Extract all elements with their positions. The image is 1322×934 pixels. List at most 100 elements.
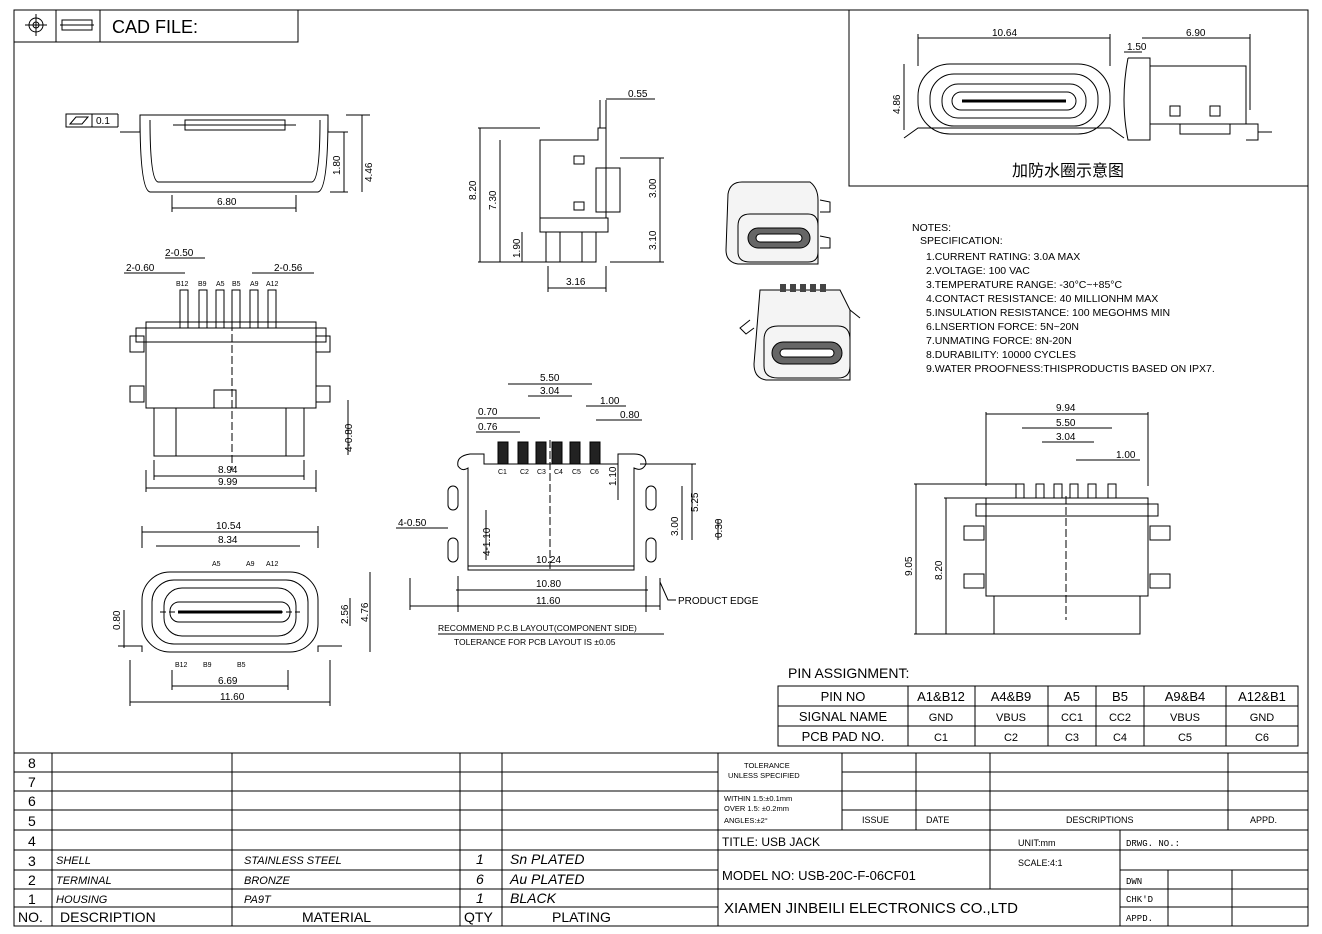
approved-by-label: APPD. — [1126, 914, 1153, 924]
pad-cell: C5 — [1178, 732, 1192, 744]
bom-material: PA9T — [244, 894, 272, 906]
dim-3-00-pcb: 3.00 — [670, 516, 681, 536]
tolerance-line: WITHIN 1.5:±0.1mm — [724, 794, 792, 803]
dim-1-90: 1.90 — [512, 238, 523, 258]
bom-header-desc: DESCRIPTION — [60, 909, 156, 925]
dim-3-04-right: 3.04 — [1056, 432, 1076, 443]
pin-no-cell: A4&B9 — [991, 689, 1031, 704]
pin-row-label: SIGNAL NAME — [799, 709, 888, 724]
company-name: XIAMEN JINBEILI ELECTRONICS CO.,LTD — [724, 900, 1018, 917]
pin-label: B12 — [176, 281, 189, 288]
pin-assignment-title: PIN ASSIGNMENT: — [788, 665, 909, 681]
dim-9-99: 9.99 — [218, 477, 238, 488]
pin-no-cell: A5 — [1064, 689, 1080, 704]
dim-4-0-80: 4-0.80 — [344, 423, 355, 452]
signal-cell: GND — [1250, 712, 1275, 724]
note-item: 9.WATER PROOFNESS:THISPRODUCTIS BASED ON… — [926, 363, 1215, 375]
dim-2-0-50: 2-0.50 — [165, 248, 194, 259]
pin-label: B9 — [203, 662, 212, 669]
dim-3-10: 3.10 — [648, 230, 659, 250]
drawing-title: TITLE: USB JACK — [722, 835, 820, 849]
pin-no-cell: B5 — [1112, 689, 1128, 704]
descriptions-header: DESCRIPTIONS — [1066, 815, 1134, 825]
bom-plating: BLACK — [510, 890, 557, 906]
model-number: MODEL NO: USB-20C-F-06CF01 — [722, 868, 916, 883]
tolerance-subtitle: UNLESS SPECIFIED — [728, 771, 800, 780]
date-header: DATE — [926, 815, 949, 825]
dim-1-00-right: 1.00 — [1116, 450, 1136, 461]
bom-desc: SHELL — [56, 855, 91, 867]
dim-8-20: 8.20 — [468, 180, 479, 200]
pin-label: A5 — [216, 281, 225, 288]
notes-title: NOTES: — [912, 222, 951, 234]
dim-11-60: 11.60 — [536, 596, 561, 607]
notes: NOTES: SPECIFICATION: 1.CURRENT RATING: … — [912, 222, 1215, 375]
pin-row-label: PCB PAD NO. — [802, 729, 885, 744]
dim-1-50: 1.50 — [1127, 42, 1147, 53]
bom-qty: 1 — [476, 851, 484, 867]
dim-10-24: 10.24 — [536, 555, 561, 566]
bom-row-number: 7 — [28, 774, 36, 790]
pin-label: B5 — [237, 662, 246, 669]
dim-10-54: 10.54 — [216, 521, 241, 532]
pin-no-cell: A9&B4 — [1165, 689, 1205, 704]
drawn-by-label: DWN — [1126, 877, 1142, 887]
notes-subtitle: SPECIFICATION: — [920, 235, 1003, 247]
tolerance-line: OVER 1.5: ±0.2mm — [724, 804, 789, 813]
dim-4-86: 4.86 — [892, 94, 903, 114]
pin-label: A12 — [266, 561, 279, 568]
pad-label: C3 — [537, 469, 546, 476]
dim-2-0-56: 2-0.56 — [274, 263, 303, 274]
side-view: 0.55 8.20 7.30 3.00 3.10 1.90 3.16 — [468, 89, 664, 292]
note-item: 6.LNSERTION FORCE: 5N~20N — [926, 321, 1079, 333]
signal-cell: VBUS — [1170, 712, 1200, 724]
bom-plating: Au PLATED — [509, 871, 584, 887]
pin-assignment-table: PIN ASSIGNMENT: PIN NO SIGNAL NAME PCB P… — [777, 665, 1299, 747]
note-item: 5.INSULATION RESISTANCE: 100 MEGOHMS MIN — [926, 307, 1170, 319]
dim-0-30: 0.30 — [714, 518, 725, 538]
note-item: 4.CONTACT RESISTANCE: 40 MILLIONHM MAX — [926, 293, 1158, 305]
drawing-number-label: DRWG. NO.: — [1126, 839, 1180, 849]
projection-cone-icon — [60, 19, 94, 31]
pin-no-cell: A1&B12 — [917, 689, 965, 704]
pad-cell: C4 — [1113, 732, 1127, 744]
pad-label: C5 — [572, 469, 581, 476]
pin-label: A9 — [250, 281, 259, 288]
dim-10-80: 10.80 — [536, 579, 561, 590]
appd-header: APPD. — [1250, 815, 1277, 825]
pcb-layout: 5.50 3.04 1.00 0.70 0.80 0.76 C1 C2 C3 C… — [396, 373, 759, 647]
connector-3d-view — [725, 181, 831, 265]
right-pin-view: 9.94 5.50 3.04 1.00 9.05 8.20 — [904, 403, 1171, 635]
dim-1-10: 1.10 — [608, 466, 619, 486]
note-item: 2.VOLTAGE: 100 VAC — [926, 265, 1030, 277]
front-view: 10.54 8.34 A5 A9 A12 B12 B9 B5 0.80 2.56… — [112, 521, 371, 706]
pin-row-label: PIN NO — [821, 689, 866, 704]
dim-4-76: 4.76 — [360, 602, 371, 622]
dim-0-80-front: 0.80 — [112, 610, 123, 630]
bom-table: 8 7 6 5 4 3 2 1 SHELL STAINLESS STEEL 1 … — [14, 752, 1308, 926]
pad-label: C1 — [498, 469, 507, 476]
bom-header-material: MATERIAL — [302, 909, 371, 925]
dim-8-20-right: 8.20 — [934, 560, 945, 580]
pin-label: A12 — [266, 281, 279, 288]
dim-0-70: 0.70 — [478, 407, 498, 418]
bom-row-number: 6 — [28, 793, 36, 809]
pad-cell: C3 — [1065, 732, 1079, 744]
pad-label: C2 — [520, 469, 529, 476]
dim-1-80: 1.80 — [332, 155, 343, 175]
pin-label: B9 — [198, 281, 207, 288]
bom-header-qty: QTY — [464, 909, 493, 925]
bom-row-number: 1 — [28, 891, 36, 907]
dim-0-80: 0.80 — [620, 410, 640, 421]
note-item: 1.CURRENT RATING: 3.0A MAX — [926, 251, 1080, 263]
bom-row-number: 2 — [28, 872, 36, 888]
dim-2-56: 2.56 — [340, 604, 351, 624]
dim-8-94: 8.94 — [218, 465, 238, 476]
pin-view: 2-0.50 2-0.60 2-0.56 B12 B9 A5 B5 A9 A12… — [124, 248, 355, 492]
pad-label: C6 — [590, 469, 599, 476]
unit-label: UNIT:mm — [1018, 838, 1056, 848]
bom-row-number: 3 — [28, 853, 36, 869]
dim-4-0-50: 4-0.50 — [398, 518, 427, 529]
note-item: 7.UNMATING FORCE: 8N-20N — [926, 335, 1072, 347]
